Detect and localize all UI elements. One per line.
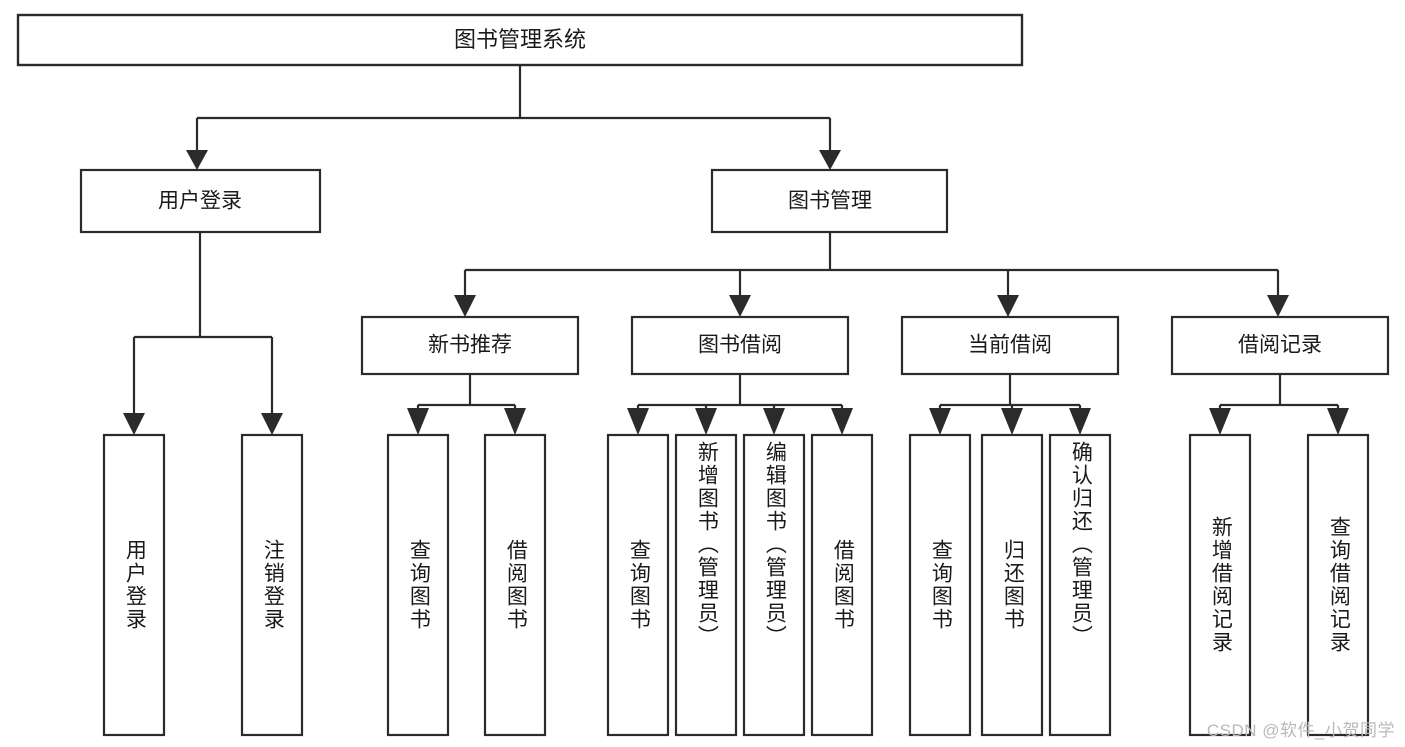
arrowhead-leaf-confirm-return: [1069, 408, 1091, 435]
node-leaf-borrow-book-1-rect[interactable]: [483, 433, 547, 737]
node-book-manage[interactable]: 图书管理: [710, 168, 949, 234]
arrowhead-leaf-query-record: [1327, 408, 1349, 435]
node-leaf-query-book-2-rect[interactable]: [606, 433, 670, 737]
node-book-borrow-label: 图书借阅: [698, 334, 782, 357]
arrowhead-leaf-borrow-book-1: [504, 408, 526, 435]
watermark-text: CSDN @软件_小贺同学: [1206, 721, 1395, 740]
connector-group-borrow-record: [1209, 374, 1349, 435]
node-new-book-recommend-label: 新书推荐: [428, 334, 512, 357]
node-root-rect[interactable]: [16, 13, 1024, 67]
node-leaf-edit-book-rect[interactable]: [742, 433, 806, 737]
arrowhead-book-manage: [819, 150, 841, 170]
arrowhead-leaf-add-record: [1209, 408, 1231, 435]
node-book-manage-rect[interactable]: [710, 168, 949, 234]
arrowhead-leaf-query-book-2: [627, 408, 649, 435]
connector-group-root: [186, 65, 841, 170]
arrowhead-leaf-return-book: [1001, 408, 1023, 435]
node-borrow-record[interactable]: 借阅记录: [1170, 315, 1390, 376]
node-leaf-add-book-rect[interactable]: [674, 433, 738, 737]
node-book-manage-label: 图书管理: [788, 190, 872, 213]
arrowhead-user-login: [186, 150, 208, 170]
node-leaf-add-record-rect[interactable]: [1188, 433, 1252, 737]
arrowhead-leaf-edit-book: [763, 408, 785, 435]
arrowhead-leaf-user-login: [123, 413, 145, 435]
arrowhead-leaf-query-book-1: [407, 408, 429, 435]
node-leaf-user-login-rect[interactable]: [102, 433, 166, 737]
connector-group-current-borrow: [929, 374, 1091, 435]
leaf-rect-group: [102, 433, 1370, 737]
node-leaf-query-record-rect[interactable]: [1306, 433, 1370, 737]
arrowhead-book-borrow: [729, 295, 751, 317]
node-leaf-user-logout-rect[interactable]: [240, 433, 304, 737]
node-root[interactable]: 图书管理系统: [16, 13, 1024, 67]
node-new-book-recommend-rect[interactable]: [360, 315, 580, 376]
connector-group-book-manage: [454, 232, 1289, 317]
node-current-borrow-rect[interactable]: [900, 315, 1120, 376]
arrowhead-borrow-record: [1267, 295, 1289, 317]
arrowhead-leaf-user-logout: [261, 413, 283, 435]
node-book-borrow-rect[interactable]: [630, 315, 850, 376]
node-user-login-label: 用户登录: [158, 190, 242, 213]
node-leaf-query-book-1-rect[interactable]: [386, 433, 450, 737]
node-current-borrow[interactable]: 当前借阅: [900, 315, 1120, 376]
node-borrow-record-rect[interactable]: [1170, 315, 1390, 376]
node-user-login-rect[interactable]: [79, 168, 322, 234]
arrowhead-leaf-add-book: [695, 408, 717, 435]
node-leaf-return-book-rect[interactable]: [980, 433, 1044, 737]
node-current-borrow-label: 当前借阅: [968, 334, 1052, 357]
arrowhead-new-book-recommend: [454, 295, 476, 317]
node-user-login[interactable]: 用户登录: [79, 168, 322, 234]
arrowhead-leaf-query-book-3: [929, 408, 951, 435]
node-root-label: 图书管理系统: [454, 27, 586, 52]
arrowhead-leaf-borrow-book-2: [831, 408, 853, 435]
arrowhead-current-borrow: [997, 295, 1019, 317]
node-borrow-record-label: 借阅记录: [1238, 334, 1322, 357]
connector-group-user-login: [123, 232, 283, 435]
connector-group-book-borrow: [627, 374, 853, 435]
node-leaf-borrow-book-2-rect[interactable]: [810, 433, 874, 737]
node-new-book-recommend[interactable]: 新书推荐: [360, 315, 580, 376]
node-book-borrow[interactable]: 图书借阅: [630, 315, 850, 376]
node-leaf-query-book-3-rect[interactable]: [908, 433, 972, 737]
node-leaf-confirm-return-rect[interactable]: [1048, 433, 1112, 737]
connector-group-new-book-recommend: [407, 374, 526, 435]
